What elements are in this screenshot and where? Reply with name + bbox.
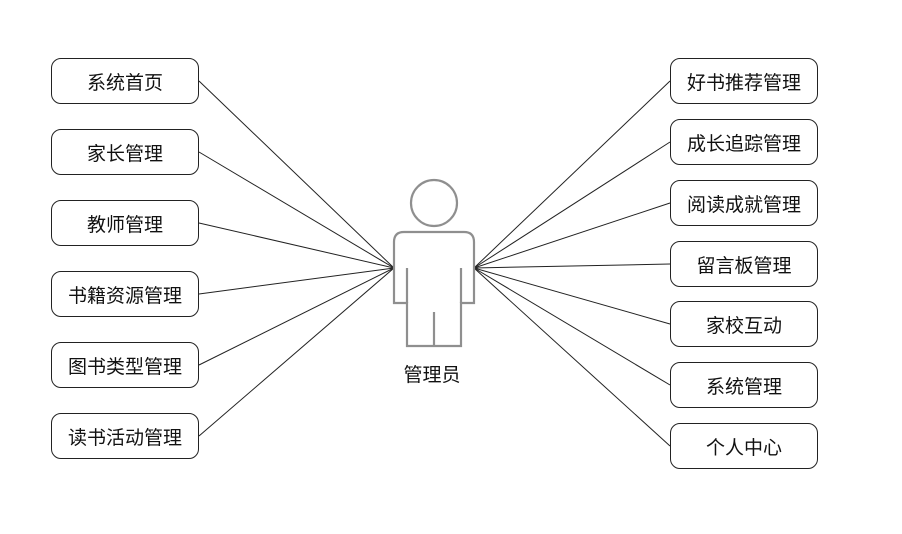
connector-line — [473, 202, 671, 269]
node-message-board-management: 留言板管理 — [670, 241, 818, 287]
node-system-management: 系统管理 — [670, 362, 818, 408]
node-system-home: 系统首页 — [51, 58, 199, 104]
connector-lines — [198, 80, 671, 447]
node-personal-center: 个人中心 — [670, 423, 818, 469]
node-book-resource-management: 书籍资源管理 — [51, 271, 199, 317]
connector-line — [198, 267, 395, 295]
node-book-type-management: 图书类型管理 — [51, 342, 199, 388]
node-book-recommendation-management: 好书推荐管理 — [670, 58, 818, 104]
actor-label: 管理员 — [403, 364, 461, 386]
connector-line — [473, 263, 671, 269]
connector-line — [198, 151, 395, 269]
connector-line — [473, 267, 671, 325]
connector-line — [198, 267, 395, 437]
person-icon — [392, 178, 476, 348]
node-parent-management: 家长管理 — [51, 129, 199, 175]
connector-line — [473, 80, 671, 269]
node-reading-activity-management: 读书活动管理 — [51, 413, 199, 459]
node-home-school-interaction: 家校互动 — [670, 301, 818, 347]
connector-line — [198, 80, 395, 269]
connector-line — [473, 267, 671, 447]
node-reading-achievement-management: 阅读成就管理 — [670, 180, 818, 226]
connector-line — [473, 267, 671, 386]
node-teacher-management: 教师管理 — [51, 200, 199, 246]
connector-line — [198, 222, 395, 269]
connector-line — [198, 267, 395, 366]
node-growth-tracking-management: 成长追踪管理 — [670, 119, 818, 165]
connector-line — [473, 141, 671, 269]
